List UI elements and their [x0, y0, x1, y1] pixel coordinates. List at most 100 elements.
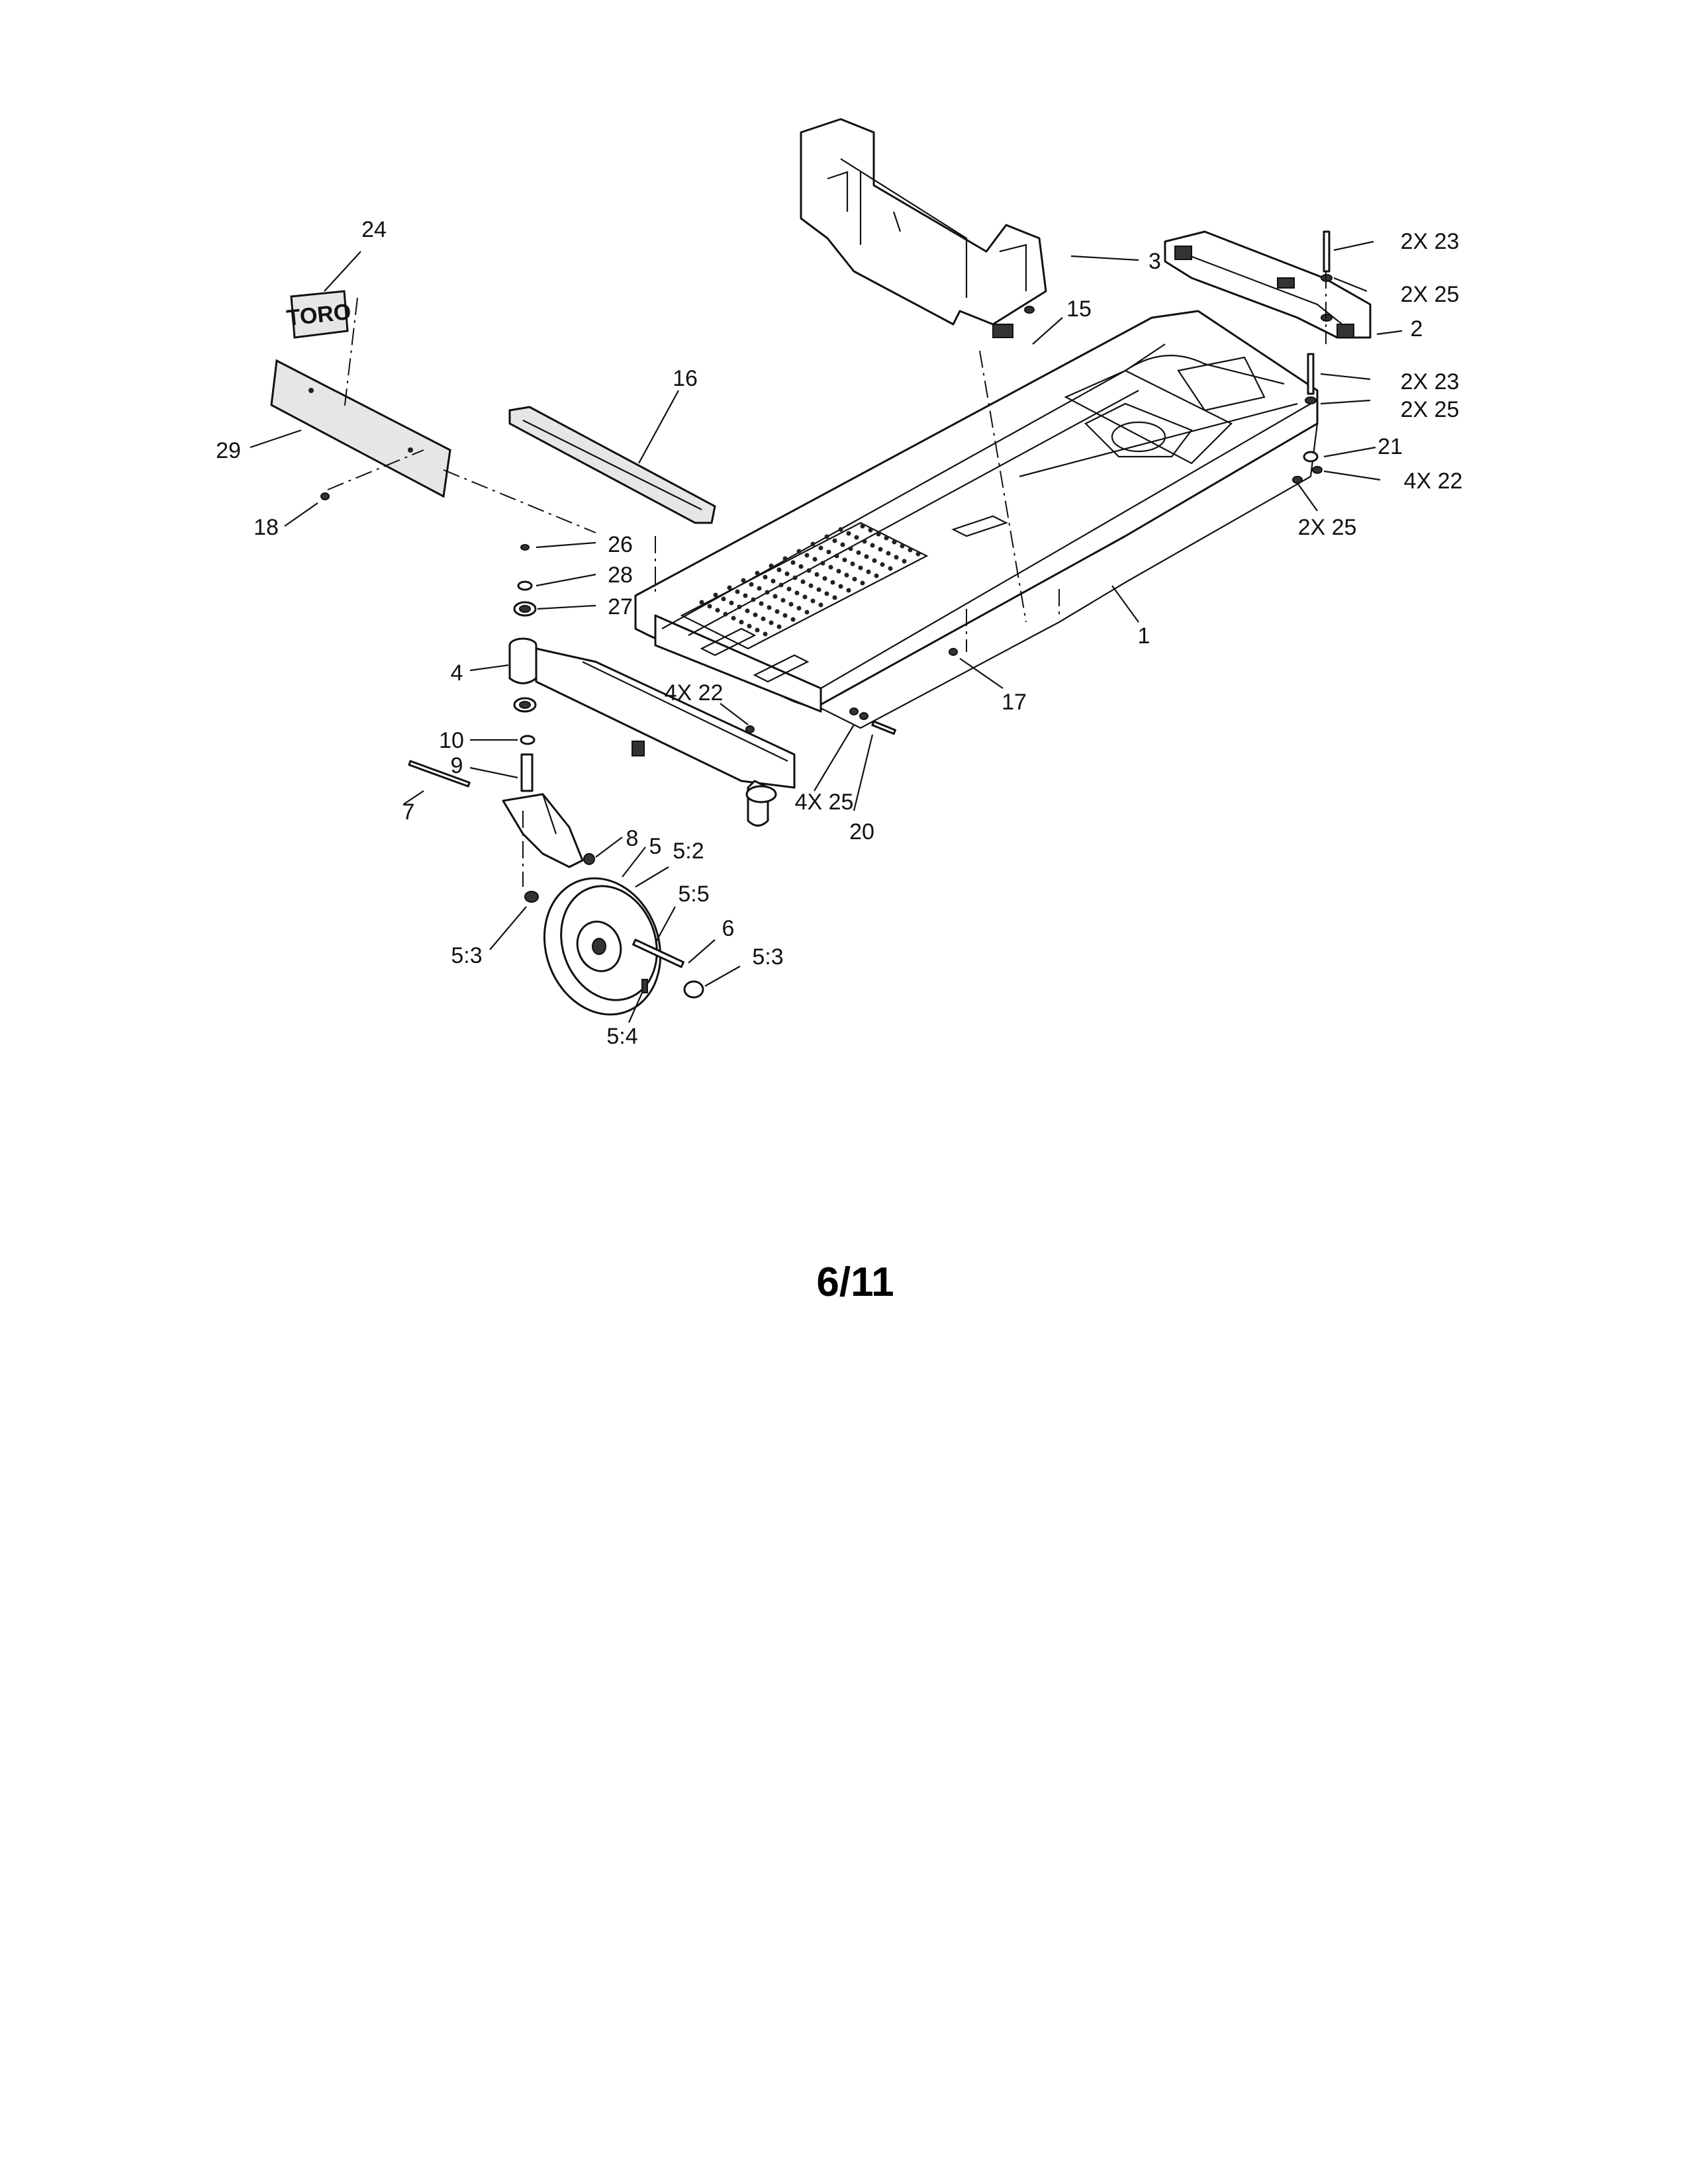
callout-28: 28	[608, 563, 633, 588]
callout-2x25-top: 2X 25	[1401, 282, 1460, 307]
floor-hole	[818, 545, 823, 551]
floor-hole	[860, 580, 865, 586]
floor-hole	[788, 602, 794, 607]
floor-hole	[739, 619, 744, 625]
callout-20: 20	[849, 819, 874, 844]
floor-hole	[812, 557, 818, 562]
floor-hole	[737, 604, 742, 610]
leader-lines	[250, 240, 1403, 1023]
floor-hole	[840, 542, 845, 547]
rear-bumper-part	[1164, 230, 1372, 339]
bushing-stack	[513, 544, 537, 792]
foot-bracket-part	[508, 406, 716, 524]
callout-5-2: 5:2	[673, 839, 704, 864]
floor-hole	[844, 572, 849, 578]
floor-hole	[802, 594, 808, 600]
floor-hole	[784, 571, 790, 576]
floor-hole	[854, 535, 859, 540]
floor-hole	[870, 543, 875, 548]
floor-hole	[780, 598, 786, 603]
floor-hole	[846, 588, 851, 593]
floor-hole	[814, 572, 820, 577]
callout-7: 7	[402, 799, 415, 825]
callout-5-5: 5:5	[678, 882, 709, 907]
floor-hole	[759, 601, 764, 606]
floor-hole	[778, 582, 784, 588]
floor-hole	[769, 563, 774, 569]
floor-hole	[834, 553, 839, 559]
floor-hole	[872, 558, 877, 563]
callout-2x25-lower: 2X 25	[1298, 515, 1357, 540]
floor-hole	[731, 615, 736, 621]
floor-hole	[915, 551, 921, 557]
floor-hole	[796, 549, 802, 554]
callout-18: 18	[254, 515, 279, 540]
floor-hole	[743, 593, 748, 598]
floor-hole	[876, 531, 881, 537]
floor-hole	[810, 541, 816, 547]
floor-hole	[842, 557, 847, 563]
toro-logo-decal: TORO	[285, 290, 352, 339]
callout-2x25-bottom: 2X 25	[1401, 397, 1460, 422]
floor-hole	[757, 586, 762, 591]
callout-16: 16	[673, 366, 698, 391]
callout-17: 17	[1002, 690, 1027, 715]
callout-6: 6	[722, 916, 735, 941]
floor-hole	[852, 576, 857, 582]
floor-hole	[786, 586, 792, 592]
callout-26: 26	[608, 532, 633, 557]
front-plate-part	[270, 359, 451, 498]
floor-hole	[888, 566, 893, 571]
floor-hole	[771, 578, 776, 584]
floor-hole	[900, 543, 905, 549]
floor-hole	[796, 606, 802, 611]
callout-24: 24	[361, 217, 387, 242]
floor-hole	[886, 551, 891, 556]
callout-4x22-center: 4X 22	[665, 680, 724, 705]
seat-bracket-part	[800, 118, 1047, 338]
floor-hole	[858, 565, 863, 570]
floor-hole	[850, 561, 855, 567]
callout-8: 8	[626, 826, 639, 851]
floor-hole	[745, 608, 750, 614]
callout-5-4: 5:4	[606, 1024, 637, 1049]
callout-4x25: 4X 25	[795, 790, 854, 815]
floor-hole	[832, 538, 837, 543]
callout-15: 15	[1066, 296, 1092, 322]
floor-hole	[820, 561, 825, 566]
page-number: 6/11	[816, 1259, 894, 1305]
floor-hole	[763, 574, 768, 580]
floor-hole	[824, 534, 829, 539]
floor-hole	[761, 616, 766, 621]
floor-hole	[755, 627, 760, 633]
floor-hole	[790, 617, 796, 622]
floor-hole	[765, 590, 770, 595]
callout-2x23-top: 2X 23	[1401, 229, 1460, 254]
floor-hole	[798, 564, 804, 569]
floor-hole	[715, 608, 720, 613]
floor-hole	[747, 623, 752, 629]
floor-hole	[838, 527, 843, 532]
floor-hole	[824, 591, 829, 596]
floor-hole	[828, 565, 833, 570]
floor-hole	[699, 600, 704, 605]
floor-hole	[776, 624, 782, 629]
floor-hole	[763, 631, 768, 637]
callout-4x22-right: 4X 22	[1404, 469, 1463, 494]
floor-hole	[721, 596, 726, 602]
floor-hole	[735, 589, 740, 594]
callout-29: 29	[216, 438, 241, 463]
callout-5-3-right: 5:3	[752, 944, 783, 970]
floor-hole	[804, 610, 810, 615]
callout-4: 4	[451, 660, 463, 686]
floor-perforations	[699, 523, 921, 637]
callout-27: 27	[608, 594, 633, 619]
floor-hole	[723, 612, 728, 617]
floor-hole	[808, 583, 814, 588]
caster-fork-part	[408, 760, 595, 868]
floor-hole	[880, 562, 885, 567]
callout-21: 21	[1378, 434, 1403, 459]
floor-hole	[790, 560, 796, 565]
floor-hole	[848, 546, 853, 551]
